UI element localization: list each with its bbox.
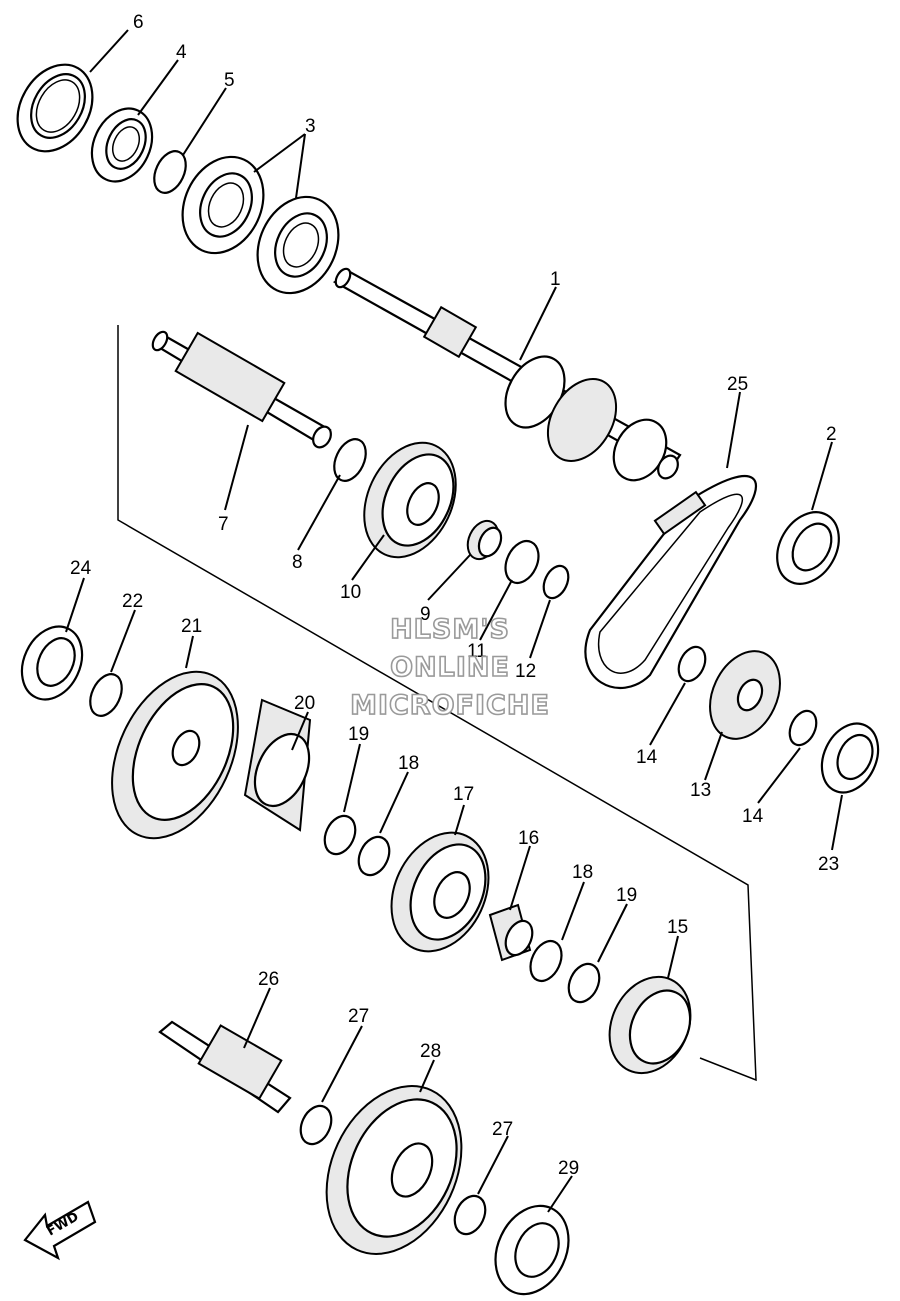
callout-2[interactable]: 2 xyxy=(826,424,837,445)
callout-24[interactable]: 24 xyxy=(70,558,92,579)
watermark: HLSM'S ONLINE MICROFICHE xyxy=(349,613,550,722)
callout-29[interactable]: 29 xyxy=(558,1158,579,1179)
part-18-washer-a[interactable] xyxy=(353,832,395,880)
part-27-circlip-b[interactable] xyxy=(449,1191,491,1239)
watermark-line2: ONLINE xyxy=(390,652,510,683)
part-16-collar[interactable] xyxy=(488,903,537,962)
callout-28[interactable]: 28 xyxy=(420,1041,441,1062)
part-26-shaft[interactable] xyxy=(158,1020,292,1114)
callout-13[interactable]: 13 xyxy=(690,780,711,801)
callout-16[interactable]: 16 xyxy=(518,828,539,849)
callout-9[interactable]: 9 xyxy=(420,604,431,625)
callout-22[interactable]: 22 xyxy=(122,591,143,612)
callout-12[interactable]: 12 xyxy=(515,661,536,682)
part-25-chain[interactable] xyxy=(584,474,757,690)
part-12-circlip[interactable] xyxy=(539,562,573,602)
callout-7[interactable]: 7 xyxy=(218,514,229,535)
part-29-bearing[interactable] xyxy=(482,1194,583,1301)
part-13-sprocket[interactable] xyxy=(697,640,794,750)
part-1-main-axle[interactable] xyxy=(332,266,682,489)
part-3-bearing-b[interactable] xyxy=(242,184,353,307)
part-23-bearing[interactable] xyxy=(811,714,889,801)
part-7-drive-axle[interactable] xyxy=(150,329,335,450)
part-6-oil-seal[interactable] xyxy=(3,51,108,165)
callout-26[interactable]: 26 xyxy=(258,969,279,990)
part-5-o-ring[interactable] xyxy=(148,146,192,198)
part-14-circlip-a[interactable] xyxy=(674,643,711,686)
leader-lines xyxy=(65,29,843,1213)
part-21-gear[interactable] xyxy=(87,652,263,859)
part-27-circlip-a[interactable] xyxy=(295,1101,337,1149)
part-15-gear[interactable] xyxy=(594,964,705,1087)
part-4-bearing[interactable] xyxy=(81,99,164,192)
callout-18-b[interactable]: 18 xyxy=(572,862,593,883)
assembly-outline xyxy=(117,325,757,1082)
part-17-gear[interactable] xyxy=(373,817,507,967)
part-20-hub[interactable] xyxy=(243,698,320,832)
part-3-bearing-a[interactable] xyxy=(167,144,278,267)
callout-1[interactable]: 1 xyxy=(550,269,561,290)
part-14-circlip-b[interactable] xyxy=(785,707,822,750)
callout-23[interactable]: 23 xyxy=(818,854,839,875)
callout-3[interactable]: 3 xyxy=(305,116,316,137)
callout-19-a[interactable]: 19 xyxy=(348,724,369,745)
callout-8[interactable]: 8 xyxy=(292,552,303,573)
part-10-gear[interactable] xyxy=(347,428,474,572)
part-11-washer[interactable] xyxy=(499,536,545,589)
callout-numbers: 6 4 5 3 1 25 2 7 8 10 9 11 12 24 22 21 2… xyxy=(70,12,839,1179)
callout-5[interactable]: 5 xyxy=(224,70,235,91)
callout-20[interactable]: 20 xyxy=(294,693,315,714)
callout-15[interactable]: 15 xyxy=(667,917,688,938)
callout-27-b[interactable]: 27 xyxy=(492,1119,513,1140)
callout-14-b[interactable]: 14 xyxy=(742,806,764,827)
part-2-bearing[interactable] xyxy=(765,501,851,595)
callout-4[interactable]: 4 xyxy=(176,42,187,63)
callout-27-a[interactable]: 27 xyxy=(348,1006,369,1027)
watermark-line1: HLSM'S xyxy=(390,614,510,645)
part-28-gear[interactable] xyxy=(301,1064,488,1276)
callout-25[interactable]: 25 xyxy=(727,374,748,395)
part-18-washer-b[interactable] xyxy=(524,936,567,986)
callout-11[interactable]: 11 xyxy=(467,641,487,662)
part-24-bearing[interactable] xyxy=(11,617,94,710)
callout-17[interactable]: 17 xyxy=(453,784,474,805)
part-22-washer[interactable] xyxy=(84,669,128,721)
part-8-washer[interactable] xyxy=(328,434,372,486)
part-19-circlip-b[interactable] xyxy=(563,959,605,1007)
callout-18-a[interactable]: 18 xyxy=(398,753,419,774)
part-19-circlip-a[interactable] xyxy=(319,811,361,859)
callout-14-a[interactable]: 14 xyxy=(636,747,658,768)
watermark-line3: MICROFICHE xyxy=(350,690,550,721)
part-9-needle-bearing[interactable] xyxy=(462,516,506,564)
callout-10[interactable]: 10 xyxy=(340,582,361,603)
callout-6[interactable]: 6 xyxy=(133,12,144,33)
callout-21[interactable]: 21 xyxy=(181,616,202,637)
fwd-arrow-icon: FWD xyxy=(23,1200,97,1261)
callout-19-b[interactable]: 19 xyxy=(616,885,637,906)
